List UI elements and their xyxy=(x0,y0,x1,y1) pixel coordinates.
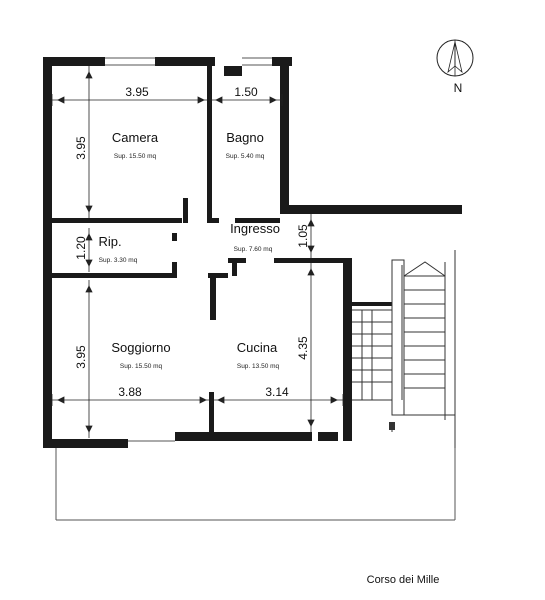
room-rip-area: Sup. 3.30 mq xyxy=(99,257,138,264)
terrace-outline xyxy=(55,448,456,521)
dim-cucina-width: 3.14 xyxy=(265,385,289,399)
dim-soggiorno-height: 3.95 xyxy=(74,345,88,369)
staircase xyxy=(352,250,456,448)
room-soggiorno-area: Sup. 15.50 mq xyxy=(120,363,163,370)
interior-walls xyxy=(52,66,352,437)
dim-camera-width: 3.95 xyxy=(125,85,149,99)
dimension-lines xyxy=(51,66,344,438)
dim-ingresso-depth: 1.05 xyxy=(296,224,310,248)
room-ingresso-area: Sup. 7.60 mq xyxy=(234,246,273,253)
room-cucina-area: Sup. 13.50 mq xyxy=(237,363,280,370)
dim-bagno-width: 1.50 xyxy=(234,85,258,99)
compass-icon xyxy=(436,39,474,77)
room-soggiorno-name: Soggiorno xyxy=(111,340,170,355)
dim-cucina-height: 4.35 xyxy=(296,336,310,360)
room-ingresso-name: Ingresso xyxy=(230,221,280,236)
room-bagno-area: Sup. 5.40 mq xyxy=(226,153,265,160)
street-label: Corso dei Mille xyxy=(367,574,440,586)
dim-soggiorno-width: 3.88 xyxy=(118,385,142,399)
stair-post xyxy=(389,422,395,430)
room-camera-name: Camera xyxy=(112,130,159,145)
room-bagno-name: Bagno xyxy=(226,130,264,145)
window-lines xyxy=(105,57,272,442)
dim-rip-height: 1.20 xyxy=(74,236,88,260)
dim-camera-height: 3.95 xyxy=(74,136,88,160)
room-cucina-name: Cucina xyxy=(237,340,278,355)
compass-north-label: N xyxy=(454,81,463,95)
room-rip-name: Rip. xyxy=(98,234,121,249)
exterior-walls xyxy=(43,57,462,448)
room-camera-area: Sup. 15.50 mq xyxy=(114,153,157,160)
